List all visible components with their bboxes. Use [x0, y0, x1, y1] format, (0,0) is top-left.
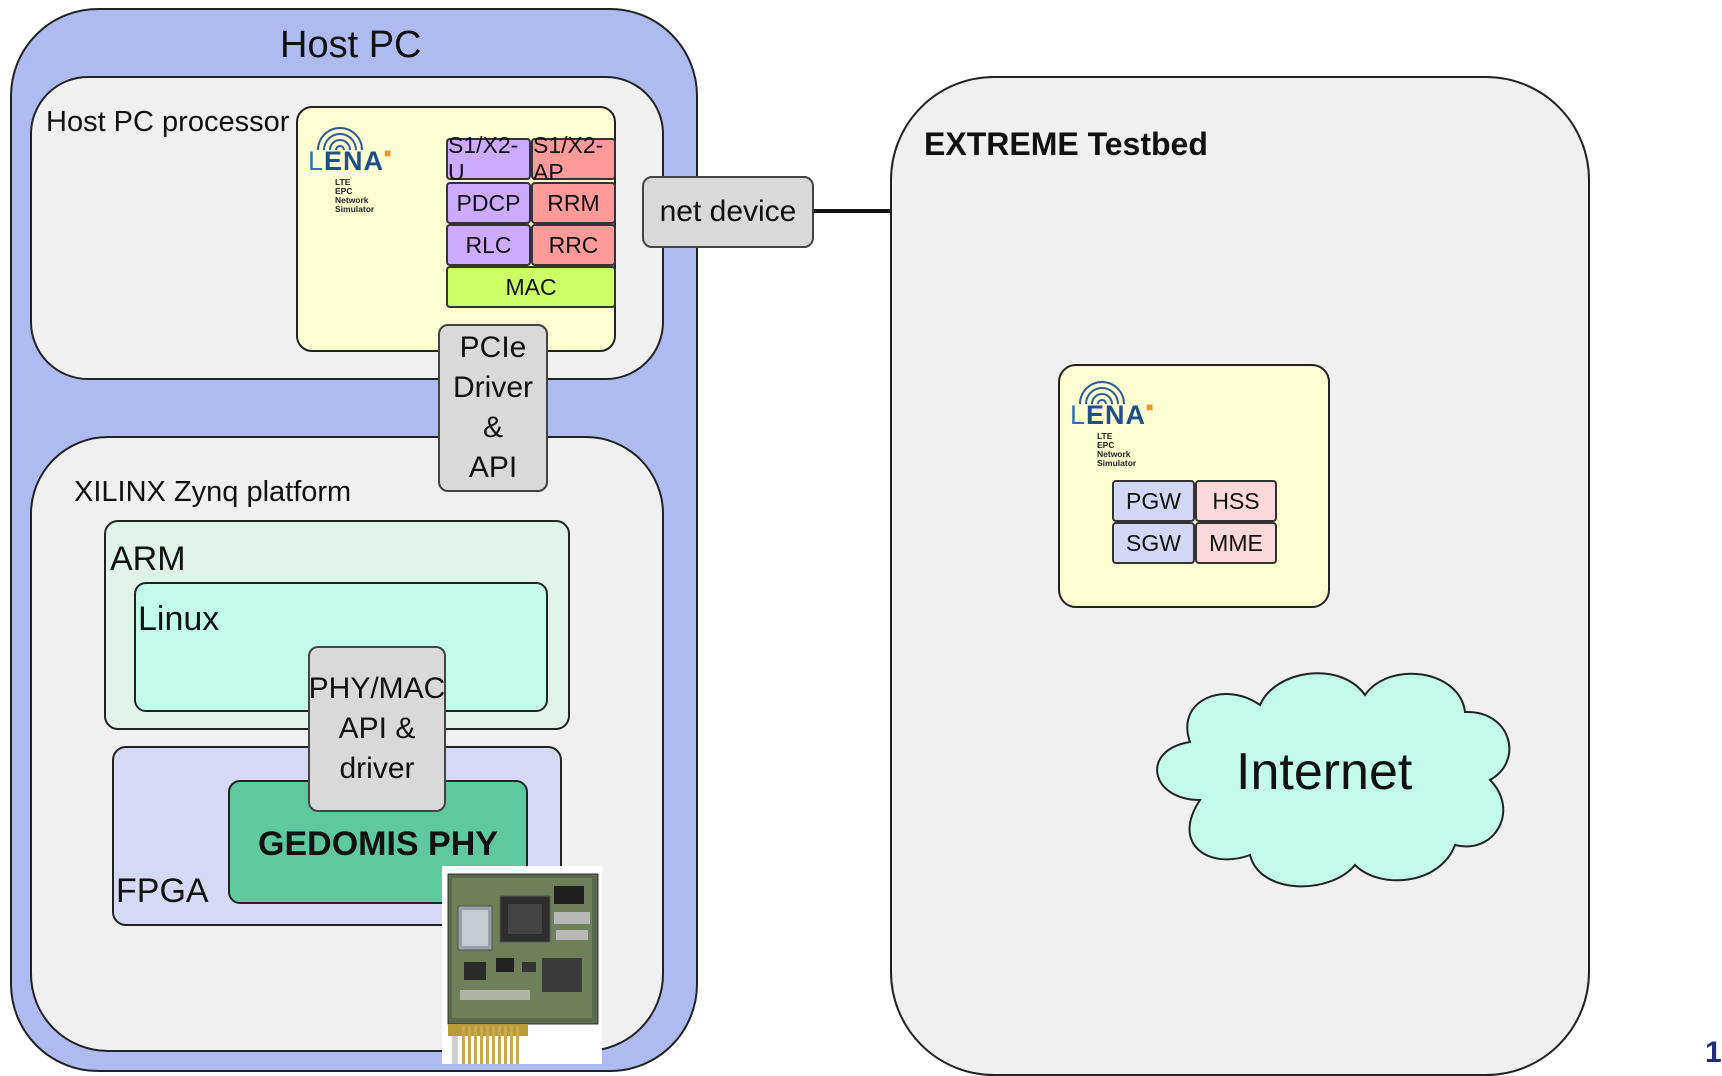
host-pc-title: Host PC [280, 24, 422, 66]
internet-cloud-icon [1156, 672, 1511, 888]
phy-mac-line-3: driver [339, 751, 415, 785]
linux-label: Linux [138, 600, 220, 638]
lena-logo-host: LENA■ LTE EPC Network Simulator [308, 124, 408, 224]
lena-letter: L [308, 146, 325, 176]
net-device-box: net device [642, 176, 814, 248]
phy-mac-line-1: PHY/MAC [308, 672, 446, 706]
host-pc-processor-label: Host PC processor [46, 106, 290, 138]
pcie-line-3: API [468, 450, 518, 484]
pcie-driver-box: PCIe Driver & API [438, 324, 548, 492]
epc-hss: HSS [1195, 480, 1277, 522]
lena-tagline-testbed: LTE EPC Network Simulator [1097, 431, 1137, 468]
lena-word: ENA [324, 146, 385, 176]
stack-rrc: RRC [531, 224, 616, 266]
pcie-line-2: Driver & [453, 371, 533, 444]
lena-letter-testbed: L [1070, 400, 1087, 430]
arm-label: ARM [110, 540, 186, 578]
stack-rrm: RRM [531, 182, 616, 224]
lena-word-testbed: ENA [1086, 400, 1147, 430]
page-number: 1 [1705, 1036, 1722, 1069]
lena-tagline: LTE EPC Network Simulator [335, 177, 375, 214]
zynq-board-image [442, 866, 602, 1064]
stack-s1x2ap: S1/X2-AP [531, 132, 616, 185]
phy-mac-line-2: API & [338, 712, 416, 746]
lena-logo-testbed: LENA■ LTE EPC Network Simulator [1070, 378, 1170, 478]
stack-rlc: RLC [446, 224, 531, 266]
phy-mac-driver-box: PHY/MAC API & driver [308, 646, 446, 812]
gedomis-phy-label: GEDOMIS PHY [258, 824, 498, 863]
epc-pgw: PGW [1112, 480, 1195, 522]
internet-label: Internet [1236, 743, 1413, 801]
net-link-line [814, 209, 896, 213]
epc-mme: MME [1195, 522, 1277, 564]
lena-signal-icon [317, 127, 363, 150]
lena-signal-icon-testbed [1079, 381, 1125, 404]
stack-s1x2u: S1/X2-U [446, 132, 531, 185]
epc-sgw: SGW [1112, 522, 1195, 564]
fpga-board-icon [447, 873, 599, 1064]
fpga-label: FPGA [116, 872, 209, 910]
stack-pdcp: PDCP [446, 182, 531, 224]
pcie-line-1: PCIe [459, 331, 527, 365]
testbed-title: EXTREME Testbed [924, 126, 1208, 162]
stack-mac: MAC [446, 266, 616, 308]
zynq-platform-label: XILINX Zynq platform [74, 476, 352, 508]
